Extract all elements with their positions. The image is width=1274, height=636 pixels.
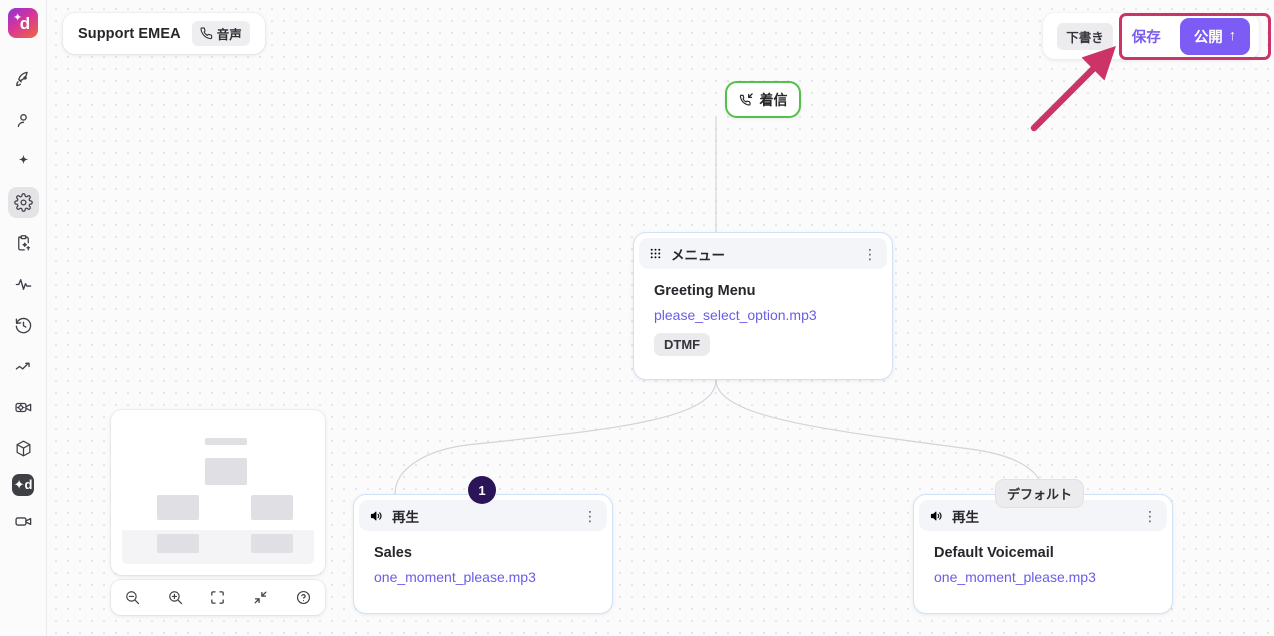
node-voicemail-file-link[interactable]: one_moment_please.mp3 [934,569,1096,585]
node-menu-body: Greeting Menu please_select_option.mp3 D… [634,269,892,372]
zoom-in-button[interactable] [162,585,188,611]
minimap-node [204,438,247,446]
sidebar-nav: ✦d [7,64,39,537]
zoom-in-icon [168,591,182,605]
history-clock-icon [15,317,31,334]
speaker-icon [370,511,382,520]
canvas-controls [111,580,325,615]
node-sales-kebab-icon[interactable]: ⋮ [583,507,597,524]
status-badge: 下書き [1057,22,1113,50]
sidebar-item-monitoring[interactable] [8,269,39,300]
node-voicemail-type-label: 再生 [952,509,979,525]
arrow-up-icon: ↑ [1228,28,1236,44]
sidebar-item-contacts[interactable] [8,105,39,136]
activity-pulse-icon [15,279,31,290]
sidebar-item-settings[interactable] [7,187,39,218]
incoming-call-icon [739,93,753,106]
phone-icon [200,27,212,40]
sidebar-item-recordings[interactable] [8,392,39,423]
node-sales-header: 再生 ⋮ [359,500,607,531]
channel-chip: 音声 [191,21,250,46]
node-menu-name: Greeting Menu [654,283,756,299]
clipboard-sparkle-icon [17,235,30,251]
cube-icon [16,440,30,457]
gear-icon [13,193,33,212]
action-bar: 下書き 保存 公開 ↑ [1043,13,1259,59]
node-sales-file-link[interactable]: one_moment_please.mp3 [374,569,536,585]
publish-button-label: 公開 [1193,29,1223,46]
node-voicemail-kebab-icon[interactable]: ⋮ [1143,507,1157,524]
node-menu-header: メニュー ⋮ [639,238,887,269]
node-voicemail[interactable]: 再生 ⋮ Default Voicemail one_moment_please… [913,494,1173,614]
app-logo[interactable]: ✦ d [8,8,38,38]
minimap-node [156,533,199,553]
minimap-canvas [122,421,314,564]
sparkle-icon: ✦ [13,12,23,24]
sidebar-item-ai[interactable] [8,146,39,177]
minimap-node [250,533,293,553]
fit-view-icon [211,591,225,604]
page-title: Support EMEA [78,25,181,42]
start-node-incoming-call[interactable]: 着信 [725,81,801,118]
edge-menu-to-sales [394,379,717,495]
user-icon [17,113,27,128]
publish-button[interactable]: 公開 ↑ [1179,17,1250,55]
node-voicemail-body: Default Voicemail one_moment_please.mp3 [914,531,1172,601]
fit-view-button[interactable] [205,585,231,611]
node-menu[interactable]: メニュー ⋮ Greeting Menu please_select_optio… [633,232,893,380]
flow-canvas[interactable]: Support EMEA 音声 着信 [47,0,1274,636]
node-sales[interactable]: 再生 ⋮ Sales one_moment_please.mp3 [353,494,613,614]
logo-letter: d [19,14,31,33]
sidebar-item-launch[interactable] [8,64,39,95]
edge-menu-to-voicemail [715,379,1044,495]
grid-dots-icon [650,248,661,259]
rocket-icon [15,71,28,87]
edge-label-default: デフォルト [995,479,1085,508]
zoom-out-button[interactable] [119,585,145,611]
node-voicemail-name: Default Voicemail [934,545,1054,561]
channel-chip-label: 音声 [216,28,242,42]
sidebar-item-video[interactable] [8,506,39,537]
sidebar: ✦ d [0,0,47,636]
save-button[interactable]: 保存 [1123,21,1170,52]
minimap[interactable] [111,410,325,575]
minimap-node [250,495,293,520]
zoom-out-icon [126,591,140,605]
node-sales-name: Sales [374,545,412,561]
edge-label-branch-one-text: 1 [478,482,486,498]
flow-title-bar[interactable]: Support EMEA 音声 [63,13,265,54]
sparkle-icon [18,154,28,165]
sidebar-item-history[interactable] [8,310,39,341]
sidebar-item-tasks[interactable] [8,228,39,259]
node-sales-type-label: 再生 [392,509,419,525]
app-badge-icon: ✦d [13,477,33,492]
node-menu-tag: DTMF [654,333,711,356]
sidebar-item-assistant[interactable]: ✦d [12,474,34,496]
edge-label-default-text: デフォルト [1007,487,1073,502]
node-menu-file-link[interactable]: please_select_option.mp3 [654,307,817,323]
collapse-icon [254,591,267,604]
camera-gear-icon [14,402,31,413]
sidebar-item-analytics[interactable] [8,351,39,382]
minimap-node [156,495,199,520]
node-menu-kebab-icon[interactable]: ⋮ [863,245,877,262]
edge-label-branch-one: 1 [468,476,496,504]
collapse-button[interactable] [248,585,274,611]
speaker-icon [930,511,942,520]
help-button[interactable] [291,585,317,611]
node-sales-body: Sales one_moment_please.mp3 [354,531,612,601]
video-icon [14,517,31,526]
sidebar-item-integrations[interactable] [8,433,39,464]
trending-up-icon [15,362,30,370]
minimap-node [204,458,247,486]
start-node-label: 着信 [759,91,788,108]
help-icon [297,590,311,605]
node-menu-type-label: メニュー [671,247,725,263]
